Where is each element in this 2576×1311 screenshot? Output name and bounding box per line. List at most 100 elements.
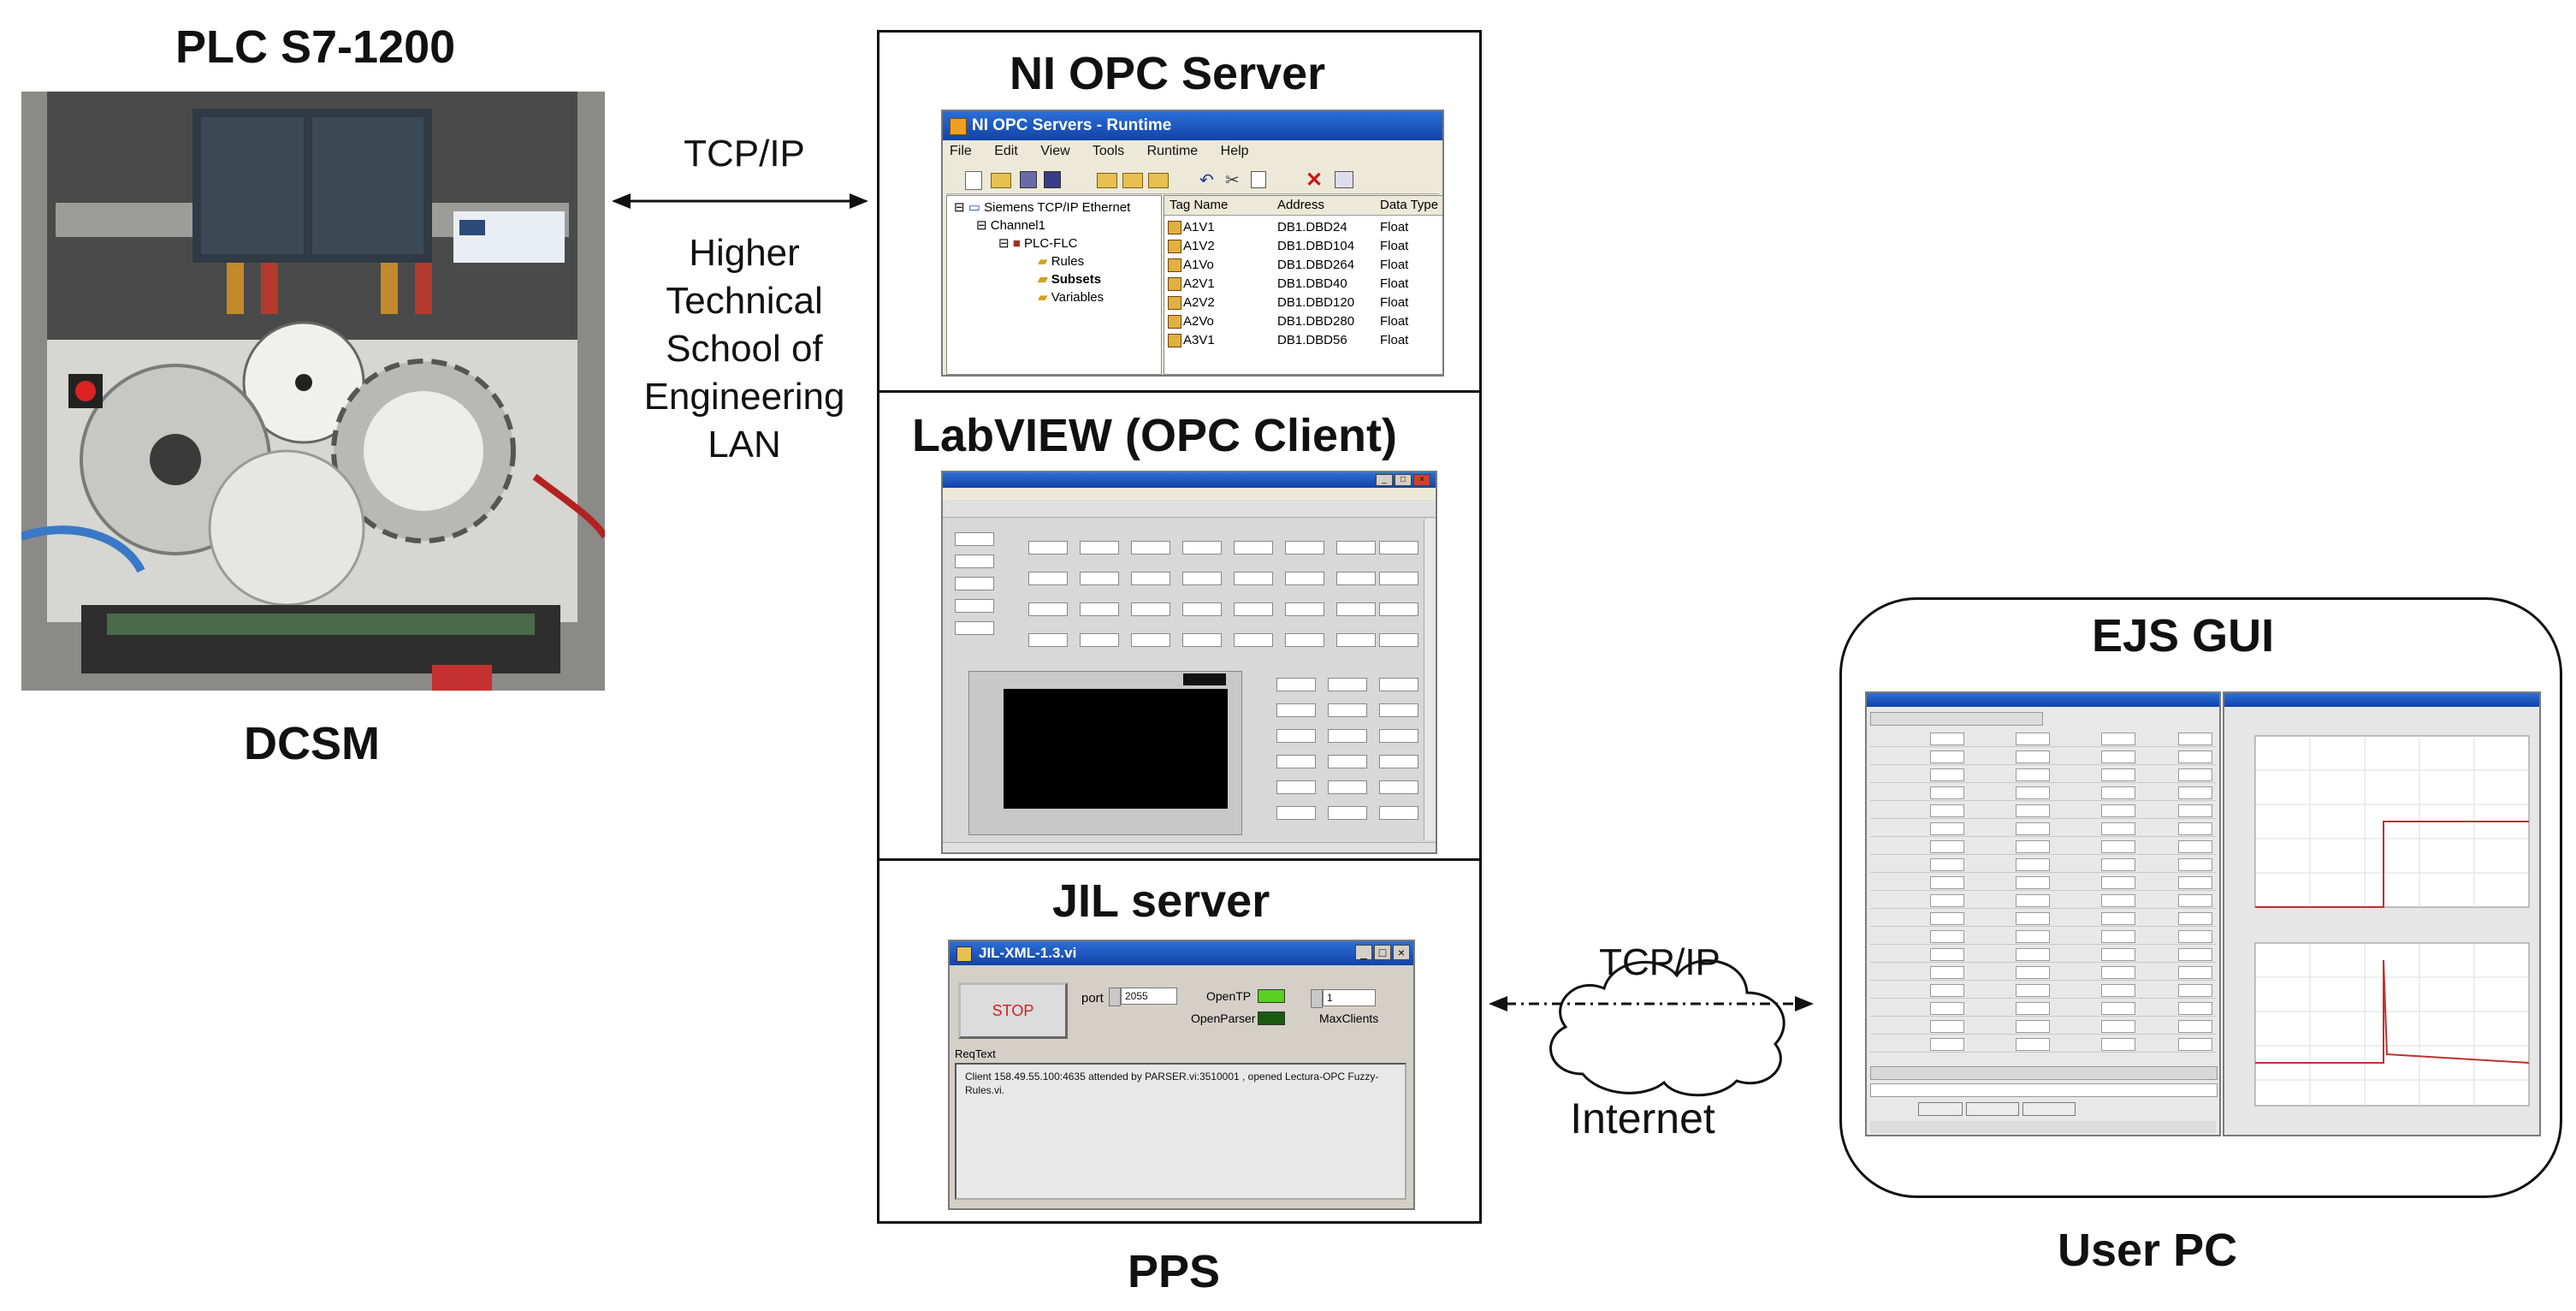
rule-field[interactable]: [1930, 822, 1964, 835]
rule-field[interactable]: [2178, 930, 2212, 943]
rule-field[interactable]: [2016, 876, 2050, 889]
rule-field[interactable]: [2101, 1020, 2135, 1033]
ejs-register-button[interactable]: [2022, 1102, 2076, 1116]
rule-field[interactable]: [1930, 786, 1964, 799]
ejs-disconnect-button[interactable]: [1966, 1102, 2019, 1116]
numeric-control[interactable]: [1379, 729, 1418, 743]
rule-field[interactable]: [2178, 1038, 2212, 1051]
rule-field[interactable]: [2101, 948, 2135, 961]
numeric-control[interactable]: [1379, 780, 1418, 794]
copy-icon[interactable]: [1251, 171, 1266, 188]
tree-item-driver[interactable]: ⊟ ▭ Siemens TCP/IP Ethernet: [954, 200, 1131, 215]
rule-field[interactable]: [2178, 858, 2212, 871]
rule-field[interactable]: [1930, 750, 1964, 763]
tree-item-group[interactable]: ▰ Subsets: [1038, 272, 1102, 287]
numeric-control[interactable]: [1276, 703, 1316, 717]
tree-item-group[interactable]: ▰ Variables: [1038, 290, 1104, 305]
cut-icon[interactable]: ✂: [1225, 171, 1240, 190]
numeric-control[interactable]: [1234, 541, 1273, 555]
reqtext-log[interactable]: Client 158.49.55.100:4635 attended by PA…: [955, 1063, 1406, 1200]
numeric-control[interactable]: [1234, 602, 1273, 616]
rule-field[interactable]: [2178, 804, 2212, 817]
rule-field[interactable]: [2101, 894, 2135, 907]
ejs-command-input[interactable]: [1870, 1083, 2218, 1097]
close-button[interactable]: ×: [1413, 474, 1430, 486]
rule-field[interactable]: [2178, 948, 2212, 961]
port-input[interactable]: 2055: [1121, 988, 1177, 1005]
rule-field[interactable]: [2016, 894, 2050, 907]
numeric-control[interactable]: [1182, 633, 1222, 647]
numeric-control[interactable]: [1336, 572, 1376, 585]
numeric-control[interactable]: [1336, 633, 1376, 647]
rule-field[interactable]: [1930, 984, 1964, 997]
folder-icon[interactable]: [1097, 173, 1117, 188]
numeric-control[interactable]: [1379, 806, 1418, 820]
numeric-control[interactable]: [1028, 602, 1068, 616]
numeric-control[interactable]: [1328, 678, 1367, 691]
rule-field[interactable]: [1930, 804, 1964, 817]
rule-field[interactable]: [2016, 822, 2050, 835]
new-icon[interactable]: [965, 171, 982, 190]
open-icon[interactable]: [991, 173, 1011, 188]
numeric-control[interactable]: [1182, 572, 1222, 585]
close-button[interactable]: ×: [1393, 945, 1410, 960]
numeric-control[interactable]: [1379, 541, 1418, 555]
menu-tools[interactable]: Tools: [1092, 144, 1125, 158]
rule-field[interactable]: [1930, 858, 1964, 871]
numeric-control[interactable]: [1234, 633, 1273, 647]
ejs-connect-button[interactable]: [1918, 1102, 1963, 1116]
rule-field[interactable]: [2178, 733, 2212, 745]
rule-field[interactable]: [2101, 876, 2135, 889]
numeric-control[interactable]: [955, 599, 994, 613]
numeric-control[interactable]: [1328, 729, 1367, 743]
numeric-control[interactable]: [1285, 572, 1324, 585]
numeric-control[interactable]: [1080, 602, 1119, 616]
column-header[interactable]: Tag Name: [1170, 198, 1229, 212]
save-icon[interactable]: [1020, 171, 1037, 188]
numeric-control[interactable]: [1131, 633, 1170, 647]
numeric-control[interactable]: [1379, 572, 1418, 585]
rule-field[interactable]: [2016, 912, 2050, 925]
numeric-control[interactable]: [955, 577, 994, 590]
rule-field[interactable]: [2016, 733, 2050, 745]
menu-edit[interactable]: Edit: [994, 144, 1018, 158]
rule-field[interactable]: [1930, 930, 1964, 943]
rule-field[interactable]: [2101, 1002, 2135, 1015]
rule-field[interactable]: [2016, 858, 2050, 871]
rule-field[interactable]: [2178, 786, 2212, 799]
numeric-control[interactable]: [1131, 572, 1170, 585]
minimize-button[interactable]: _: [1376, 474, 1393, 486]
folder-icon[interactable]: [1122, 173, 1143, 188]
numeric-control[interactable]: [1080, 633, 1119, 647]
rule-field[interactable]: [2101, 912, 2135, 925]
numeric-control[interactable]: [1379, 678, 1418, 691]
rule-field[interactable]: [2101, 840, 2135, 853]
rule-field[interactable]: [2178, 822, 2212, 835]
rule-field[interactable]: [1930, 912, 1964, 925]
rule-field[interactable]: [2101, 966, 2135, 979]
column-header[interactable]: Data Type: [1380, 198, 1439, 212]
menu-view[interactable]: View: [1040, 144, 1070, 158]
rule-field[interactable]: [1930, 876, 1964, 889]
numeric-control[interactable]: [1336, 602, 1376, 616]
max-clients-input[interactable]: 1: [1323, 989, 1376, 1006]
numeric-control[interactable]: [955, 555, 994, 568]
rule-field[interactable]: [2178, 768, 2212, 781]
numeric-control[interactable]: [1080, 572, 1119, 585]
numeric-control[interactable]: [1328, 703, 1367, 717]
numeric-control[interactable]: [1131, 541, 1170, 555]
delete-icon[interactable]: ✕: [1306, 169, 1324, 192]
numeric-control[interactable]: [1276, 678, 1316, 691]
menu-runtime[interactable]: Runtime: [1146, 144, 1199, 158]
column-header[interactable]: Address: [1277, 198, 1325, 212]
numeric-control[interactable]: [1028, 572, 1068, 585]
numeric-control[interactable]: [1080, 541, 1119, 555]
numeric-control[interactable]: [1328, 806, 1367, 820]
rule-field[interactable]: [1930, 966, 1964, 979]
rule-field[interactable]: [1930, 894, 1964, 907]
numeric-control[interactable]: [1379, 703, 1418, 717]
numeric-control[interactable]: [1285, 541, 1324, 555]
